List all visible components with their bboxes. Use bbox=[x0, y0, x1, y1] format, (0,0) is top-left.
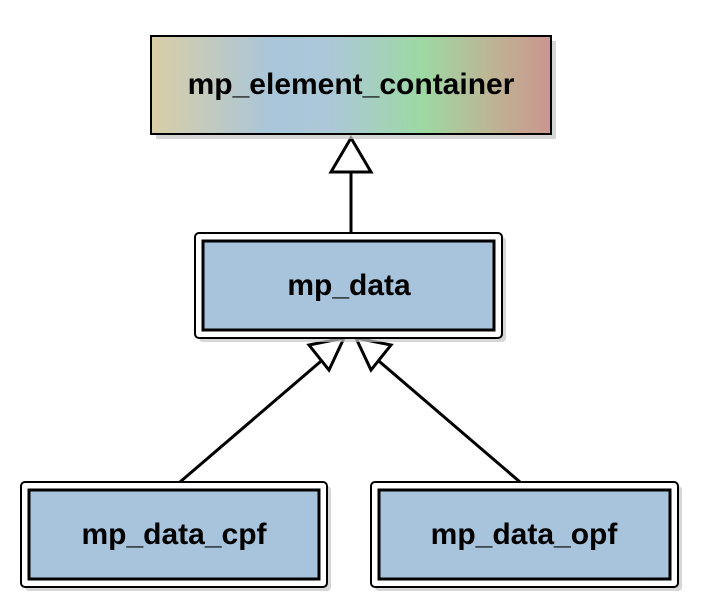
node-root-label: mp_element_container bbox=[188, 68, 515, 101]
node-right: mp_data_opf bbox=[370, 481, 682, 591]
node-root: mp_element_container bbox=[150, 35, 556, 139]
node-right-label: mp_data_opf bbox=[431, 518, 619, 551]
edge-right-to-middle bbox=[372, 354, 521, 484]
edge-left-to-middle bbox=[179, 354, 328, 484]
node-left: mp_data_cpf bbox=[20, 481, 331, 591]
node-middle-label: mp_data bbox=[287, 269, 411, 302]
node-left-label: mp_data_cpf bbox=[81, 518, 267, 551]
inheritance-arrowhead-root bbox=[328, 135, 374, 174]
node-middle: mp_data bbox=[194, 232, 506, 342]
